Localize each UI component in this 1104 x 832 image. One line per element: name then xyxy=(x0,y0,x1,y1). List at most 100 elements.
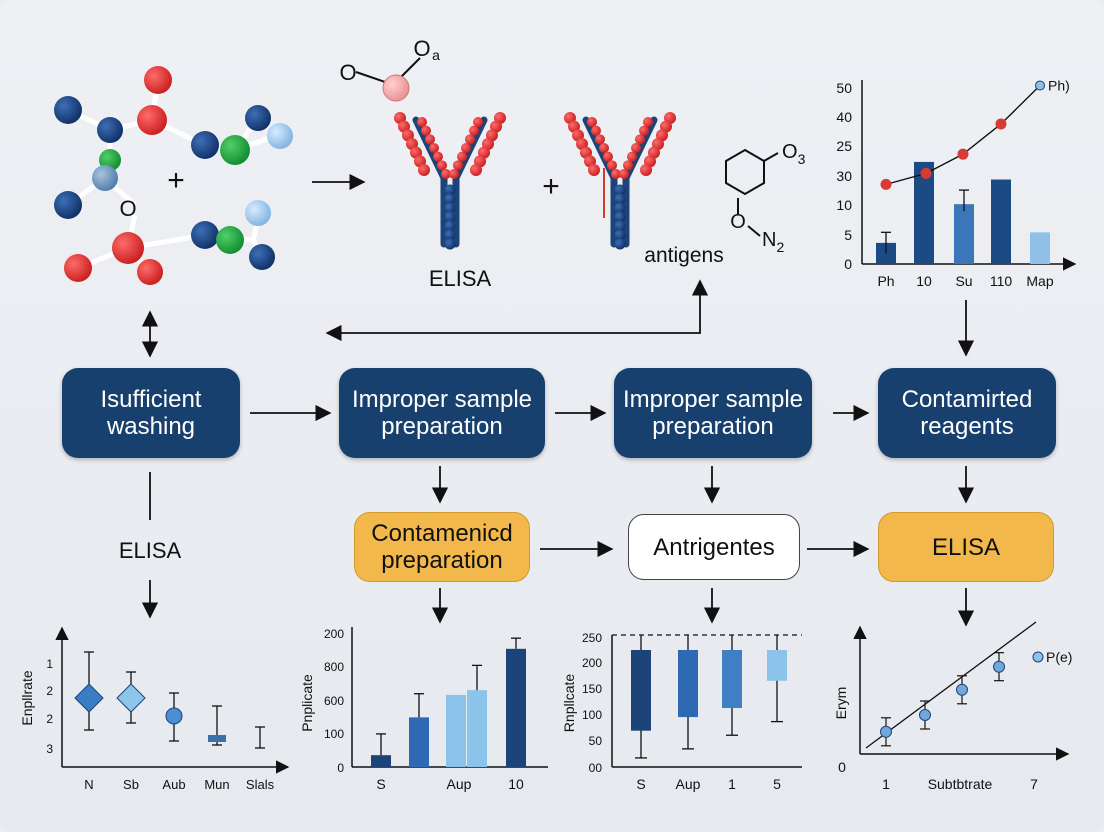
antibody-bead-red xyxy=(470,164,482,176)
bar xyxy=(506,648,526,767)
y-tick-label: 100 xyxy=(324,727,344,741)
y-axis-label: Rnpllcate xyxy=(561,674,577,733)
bar xyxy=(914,161,934,264)
bar xyxy=(409,717,429,767)
oxygen-left-label: O xyxy=(339,60,356,85)
x-tick-label: S xyxy=(636,776,645,792)
y-axis-label: Erym xyxy=(833,687,849,720)
y-tick-label: 2 xyxy=(46,712,53,726)
legend-marker xyxy=(1035,80,1045,91)
diamond-marker xyxy=(116,683,146,713)
antibody-bead-red xyxy=(623,160,633,171)
antibody-bead-red xyxy=(417,117,427,127)
antibody-bead-red xyxy=(421,125,431,136)
x-tick-label: Slals xyxy=(246,777,275,792)
x-tick-label: Map xyxy=(1026,273,1053,289)
bar xyxy=(446,694,466,767)
data-point xyxy=(880,725,892,738)
x-tick-label: 1 xyxy=(728,776,736,792)
data-point xyxy=(919,709,931,721)
x-tick-label: Aup xyxy=(447,776,472,792)
box-elisa-gold: ELISA xyxy=(878,512,1054,582)
antibody-bead-red xyxy=(635,134,645,145)
y-tick-label: 200 xyxy=(324,627,344,641)
x-tick-label: Su xyxy=(955,273,972,289)
antibody-bead-red xyxy=(429,143,439,153)
ring-n2-label: N2 xyxy=(762,229,784,255)
diamond-marker xyxy=(74,683,104,713)
antibody-bead-blue xyxy=(444,238,456,250)
antibody-bead-red xyxy=(457,151,467,162)
rect-marker xyxy=(208,735,226,742)
antibody-bead-red xyxy=(591,125,601,136)
legend-label: P(e) xyxy=(1046,649,1072,665)
box xyxy=(631,650,651,731)
y-tick-label: 25 xyxy=(836,138,852,154)
x-tick-label: Aub xyxy=(162,777,185,792)
y-tick-label: 150 xyxy=(582,682,602,696)
y-axis-label: Enpllrate xyxy=(19,670,35,725)
molecule-o-label: O xyxy=(119,196,136,221)
antibody-icon-2 xyxy=(564,112,676,250)
trend-point xyxy=(995,118,1007,130)
data-point xyxy=(956,683,968,696)
bar xyxy=(991,179,1011,264)
x-tick-label: Aup xyxy=(676,776,701,792)
legend-label: Ph) xyxy=(1048,78,1070,94)
box-improper-sample-1: Improper sample preparation xyxy=(339,368,545,458)
data-point xyxy=(993,660,1005,673)
x-tick-label: Subtbtrate xyxy=(928,776,993,792)
ring-o-label: O xyxy=(730,211,746,233)
y-tick-label: 1 xyxy=(46,657,53,671)
x-tick-label: 110 xyxy=(990,273,1013,289)
antibody-icon-1 xyxy=(394,112,506,250)
y-tick-label: 800 xyxy=(324,660,344,674)
legend-marker xyxy=(1032,651,1044,663)
bar xyxy=(467,690,487,767)
bar xyxy=(1030,232,1050,264)
antibody-bead-blue xyxy=(444,220,456,232)
elisa-mid-label: ELISA xyxy=(119,538,182,563)
box-contaminated-reagents: Contamirted reagents xyxy=(878,368,1056,458)
trend-line xyxy=(885,85,1041,186)
x-tick-label: S xyxy=(376,776,385,792)
x-tick-label: 10 xyxy=(916,273,932,289)
antibody-bead-red xyxy=(603,151,613,162)
y-tick-label: 600 xyxy=(324,694,344,708)
box xyxy=(678,650,698,718)
x-tick-label: 1 xyxy=(882,776,890,792)
plus-sign-1: + xyxy=(167,164,185,197)
y-tick-label: 30 xyxy=(836,168,852,184)
antibody-bead-blue xyxy=(444,202,456,214)
trend-point xyxy=(957,148,969,160)
antibody-bead-red xyxy=(588,164,600,176)
y-tick-label: 0 xyxy=(337,761,344,775)
antibody-bead-blue xyxy=(614,184,626,196)
antibody-bead-red xyxy=(607,160,617,171)
antibody-bead-red xyxy=(595,134,605,145)
y-tick-label: 40 xyxy=(836,109,852,125)
antibody-bead-red xyxy=(643,117,653,127)
y-tick-label: 100 xyxy=(582,708,602,722)
y-tick-label: 50 xyxy=(836,80,852,96)
antibody-bead-red xyxy=(631,143,641,153)
antibody-bead-red xyxy=(433,151,443,162)
y-tick-label: 2 xyxy=(46,684,53,698)
y-tick-label: 0 xyxy=(844,256,852,272)
y-axis-label: Pnplicate xyxy=(299,674,315,732)
benzene-ring-icon xyxy=(725,148,779,237)
elisa-top-label: ELISA xyxy=(429,266,492,291)
x-tick-label: Ph xyxy=(877,273,894,289)
antibody-bead-red xyxy=(453,160,463,171)
box-contamenicd-preparation: Contamenicd preparation xyxy=(354,512,530,582)
antibody-bead-blue xyxy=(614,220,626,232)
x-tick-label: Mun xyxy=(204,777,229,792)
x-tick-label: 10 xyxy=(508,776,524,792)
antibody-bead-red xyxy=(639,125,649,136)
